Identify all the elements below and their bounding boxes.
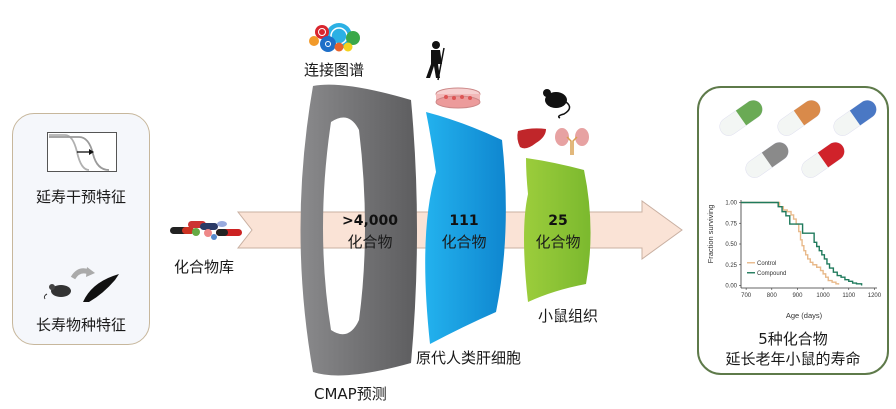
survival-chart: Fraction surviving Age (days) 0.00 0.25 0.… — [706, 200, 882, 320]
legend-label-compound: Compound — [757, 271, 786, 277]
petri-dish-icon — [435, 87, 481, 109]
signature-2-label: 长寿物种特征 — [35, 316, 126, 334]
chart-x-tick-label: 800 — [767, 293, 778, 299]
mouse-icon — [543, 89, 571, 119]
longevity-signatures-panel: 延寿干预特征 长寿物种特征 — [12, 113, 150, 345]
stage-cmap-count-block: >4,000 化合物 — [330, 213, 410, 252]
stage-mouse-unit: 化合物 — [535, 233, 581, 251]
capsules-icon — [719, 100, 877, 178]
legend-label-control: Control — [757, 261, 776, 267]
chart-y-tick-label: 0.75 — [725, 221, 737, 227]
library-label: 化合物库 — [174, 258, 235, 276]
result-panel: Fraction surviving Age (days) 0.00 0.25 0.… — [697, 86, 889, 375]
stage-hepatocytes-unit: 化合物 — [441, 233, 487, 251]
chart-x-axis-label: Age (days) — [786, 311, 823, 320]
capsule-icon — [777, 100, 821, 136]
liver-icon — [517, 128, 546, 149]
capsule-icon — [833, 100, 877, 136]
stage-cmap-count: >4,000 — [341, 213, 398, 229]
stage-mouse-count: 25 — [548, 213, 568, 229]
chart-y-axis-label: Fraction surviving — [706, 205, 715, 264]
stage-hepatocytes-shape — [425, 112, 506, 344]
stage-cmap-label: CMAP预测 — [314, 385, 387, 403]
connectivity-map-label: 连接图谱 — [304, 61, 365, 79]
result-caption-line1: 5种化合物 — [758, 330, 828, 348]
pills-pile-icon — [170, 221, 242, 240]
chart-y-tick-label: 0.00 — [725, 284, 737, 290]
stage-hepatocytes-count: 111 — [449, 213, 479, 229]
chart-x-tick-label: 1100 — [842, 293, 856, 299]
stage-cmap-unit: 化合物 — [347, 233, 393, 251]
chart-y-tick-label: 0.25 — [725, 263, 737, 269]
walking-elder-icon — [426, 41, 445, 81]
stage-hepatocytes-label: 原代人类肝细胞 — [416, 349, 522, 367]
capsule-icon — [745, 142, 789, 178]
kidney-icon — [555, 128, 589, 155]
stage-mouse-count-block: 25 化合物 — [518, 213, 598, 252]
result-caption-line2: 延长老年小鼠的寿命 — [725, 350, 861, 368]
signature-1-label: 延寿干预特征 — [35, 188, 126, 206]
stage-mouse-tissues-shape — [524, 158, 591, 302]
chart-series-compound — [741, 201, 863, 286]
chart-y-tick-label: 1.00 — [725, 201, 737, 207]
capsule-icon — [719, 100, 763, 136]
stage-mouse-label: 小鼠组织 — [538, 307, 599, 325]
mouse-to-whale-icon — [43, 267, 119, 302]
chart-series-control — [741, 201, 840, 285]
chart-x-tick-label: 1200 — [868, 293, 882, 299]
stage-hepatocytes-count-block: 111 化合物 — [424, 213, 504, 252]
survival-curve-shift-icon — [47, 132, 117, 172]
colorful-circles-icon — [309, 23, 360, 52]
stage-cmap-ring — [300, 84, 417, 376]
capsule-icon — [801, 142, 845, 178]
chart-x-tick-label: 900 — [792, 293, 803, 299]
chart-x-tick-label: 700 — [741, 293, 752, 299]
chart-y-tick-label: 0.50 — [725, 242, 737, 248]
chart-x-tick-label: 1000 — [816, 293, 830, 299]
